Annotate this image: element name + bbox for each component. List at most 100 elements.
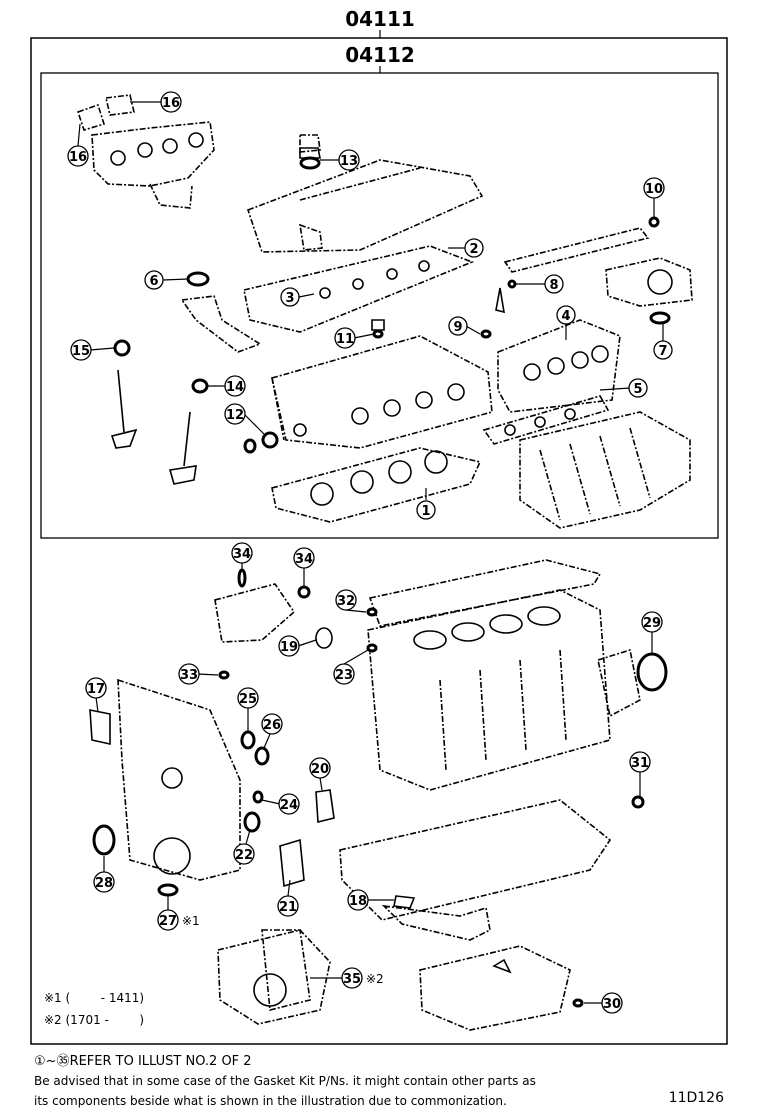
svg-text:23: 23: [335, 668, 353, 683]
callout-18: 18: [347, 889, 394, 911]
callout-7: 7: [653, 324, 673, 360]
svg-text:34: 34: [233, 547, 251, 562]
water-pump-drawing: [217, 929, 331, 1025]
fuel-delivery-pipe-drawing: [503, 227, 650, 273]
callout-35: 35 ※2: [310, 967, 384, 989]
lower-seal-rings: [89, 568, 668, 1012]
svg-text:34: 34: [295, 552, 313, 567]
svg-text:※1: ※1: [182, 914, 200, 928]
svg-text:7: 7: [658, 344, 667, 359]
kit-outer-part-number: 04111: [345, 7, 415, 31]
callout-20: 20: [309, 757, 331, 791]
callout-34-right: 34: [293, 547, 315, 586]
svg-text:17: 17: [87, 682, 105, 697]
timing-chain-cover-drawing: [117, 678, 241, 881]
callout-6: 6: [144, 270, 189, 290]
block-head-gasket-drawing: [368, 559, 602, 627]
oil-pan-upper-drawing: [339, 799, 612, 921]
svg-text:16: 16: [69, 150, 87, 165]
callout-17: 17: [85, 677, 107, 713]
callout-16-left: 16: [67, 123, 89, 167]
callout-4: 4: [556, 305, 576, 340]
svg-text:3: 3: [285, 291, 294, 306]
outer-kit-frame: [30, 37, 728, 1045]
callout-27: 27 ※1: [157, 896, 200, 931]
exhaust-manifold-insulator-drawing: [76, 94, 215, 209]
callout-29: 29: [641, 611, 663, 654]
intake-manifold-drawing: [519, 411, 691, 529]
refer-range: ①~㉟: [34, 1054, 70, 1069]
upper-seal-rings: [113, 147, 671, 454]
svg-text:30: 30: [603, 997, 621, 1012]
svg-text:5: 5: [633, 382, 642, 397]
svg-text:※2: ※2: [366, 972, 384, 986]
svg-text:28: 28: [95, 876, 113, 891]
advice-line-1: Be advised that in some case of the Gask…: [34, 1074, 536, 1088]
callout-3: 3: [280, 287, 315, 307]
illustration-id: 11D126: [668, 1090, 724, 1106]
callout-2: 2: [448, 238, 484, 258]
cylinder-head-drawing: [271, 335, 493, 449]
svg-text:9: 9: [453, 320, 462, 335]
refer-text: REFER TO ILLUST NO.2 OF 2: [69, 1054, 252, 1069]
callout-12: 12: [224, 403, 265, 435]
svg-text:22: 22: [235, 848, 253, 863]
callout-25: 25: [237, 687, 259, 732]
svg-text:31: 31: [631, 756, 649, 771]
callout-34-left: 34: [231, 542, 253, 570]
head-cover-gasket-drawing: [243, 245, 475, 333]
exhaust-manifold-gasket-drawing: [497, 319, 621, 413]
intake-manifold-gasket-drawing: [482, 395, 610, 445]
svg-text:26: 26: [263, 718, 281, 733]
callout-10: 10: [643, 177, 665, 218]
svg-text:10: 10: [645, 182, 663, 197]
oil-strainer-drawing: [381, 904, 491, 941]
svg-text:8: 8: [549, 278, 558, 293]
svg-text:25: 25: [239, 692, 257, 707]
refer-line: ①~㉟REFER TO ILLUST NO.2 OF 2: [34, 1050, 252, 1069]
note-2: ※2 (1701 - ): [44, 1013, 144, 1027]
svg-text:24: 24: [280, 798, 298, 813]
callout-8: 8: [516, 274, 564, 294]
valve-drawings: [110, 369, 197, 485]
callout-16-top: 16: [130, 91, 182, 113]
callout-5: 5: [599, 378, 648, 398]
cylinder-block-drawing: [367, 589, 611, 791]
cylinder-head-gasket-drawing: [271, 447, 482, 523]
callout-13: 13: [320, 149, 360, 171]
inner-kit-frame: [40, 72, 719, 539]
callout-21: 21: [277, 879, 299, 917]
svg-text:33: 33: [180, 668, 198, 683]
svg-text:20: 20: [311, 762, 329, 777]
cylinder-head-cover-drawing: [246, 134, 484, 253]
svg-text:19: 19: [280, 640, 298, 655]
advice-line-2: its components beside what is shown in t…: [34, 1094, 507, 1108]
svg-text:35: 35: [343, 972, 361, 987]
exhaust-pipe-drawing: [180, 295, 262, 353]
svg-text:14: 14: [226, 380, 244, 395]
note-1: ※1 ( - 1411): [44, 991, 144, 1005]
svg-text:15: 15: [72, 344, 90, 359]
callout-1: 1: [416, 488, 436, 520]
callout-30: 30: [584, 992, 623, 1014]
svg-text:4: 4: [561, 309, 570, 324]
callout-31: 31: [629, 751, 651, 796]
svg-text:2: 2: [469, 242, 478, 257]
callout-22: 22: [233, 829, 255, 865]
rear-oil-seal-retainer-drawing: [597, 648, 641, 718]
oil-pan-lower-drawing: [419, 945, 571, 1031]
svg-text:13: 13: [340, 154, 358, 169]
svg-text:1: 1: [421, 504, 430, 519]
svg-text:16: 16: [162, 96, 180, 111]
svg-text:29: 29: [643, 616, 661, 631]
water-outlet-drawing: [214, 583, 296, 643]
callout-19: 19: [278, 635, 317, 657]
callout-9: 9: [448, 316, 481, 336]
svg-text:12: 12: [226, 408, 244, 423]
svg-text:27: 27: [159, 914, 177, 929]
callout-28: 28: [93, 856, 115, 893]
svg-text:32: 32: [337, 594, 355, 609]
svg-text:21: 21: [279, 900, 297, 915]
svg-text:18: 18: [349, 894, 367, 909]
